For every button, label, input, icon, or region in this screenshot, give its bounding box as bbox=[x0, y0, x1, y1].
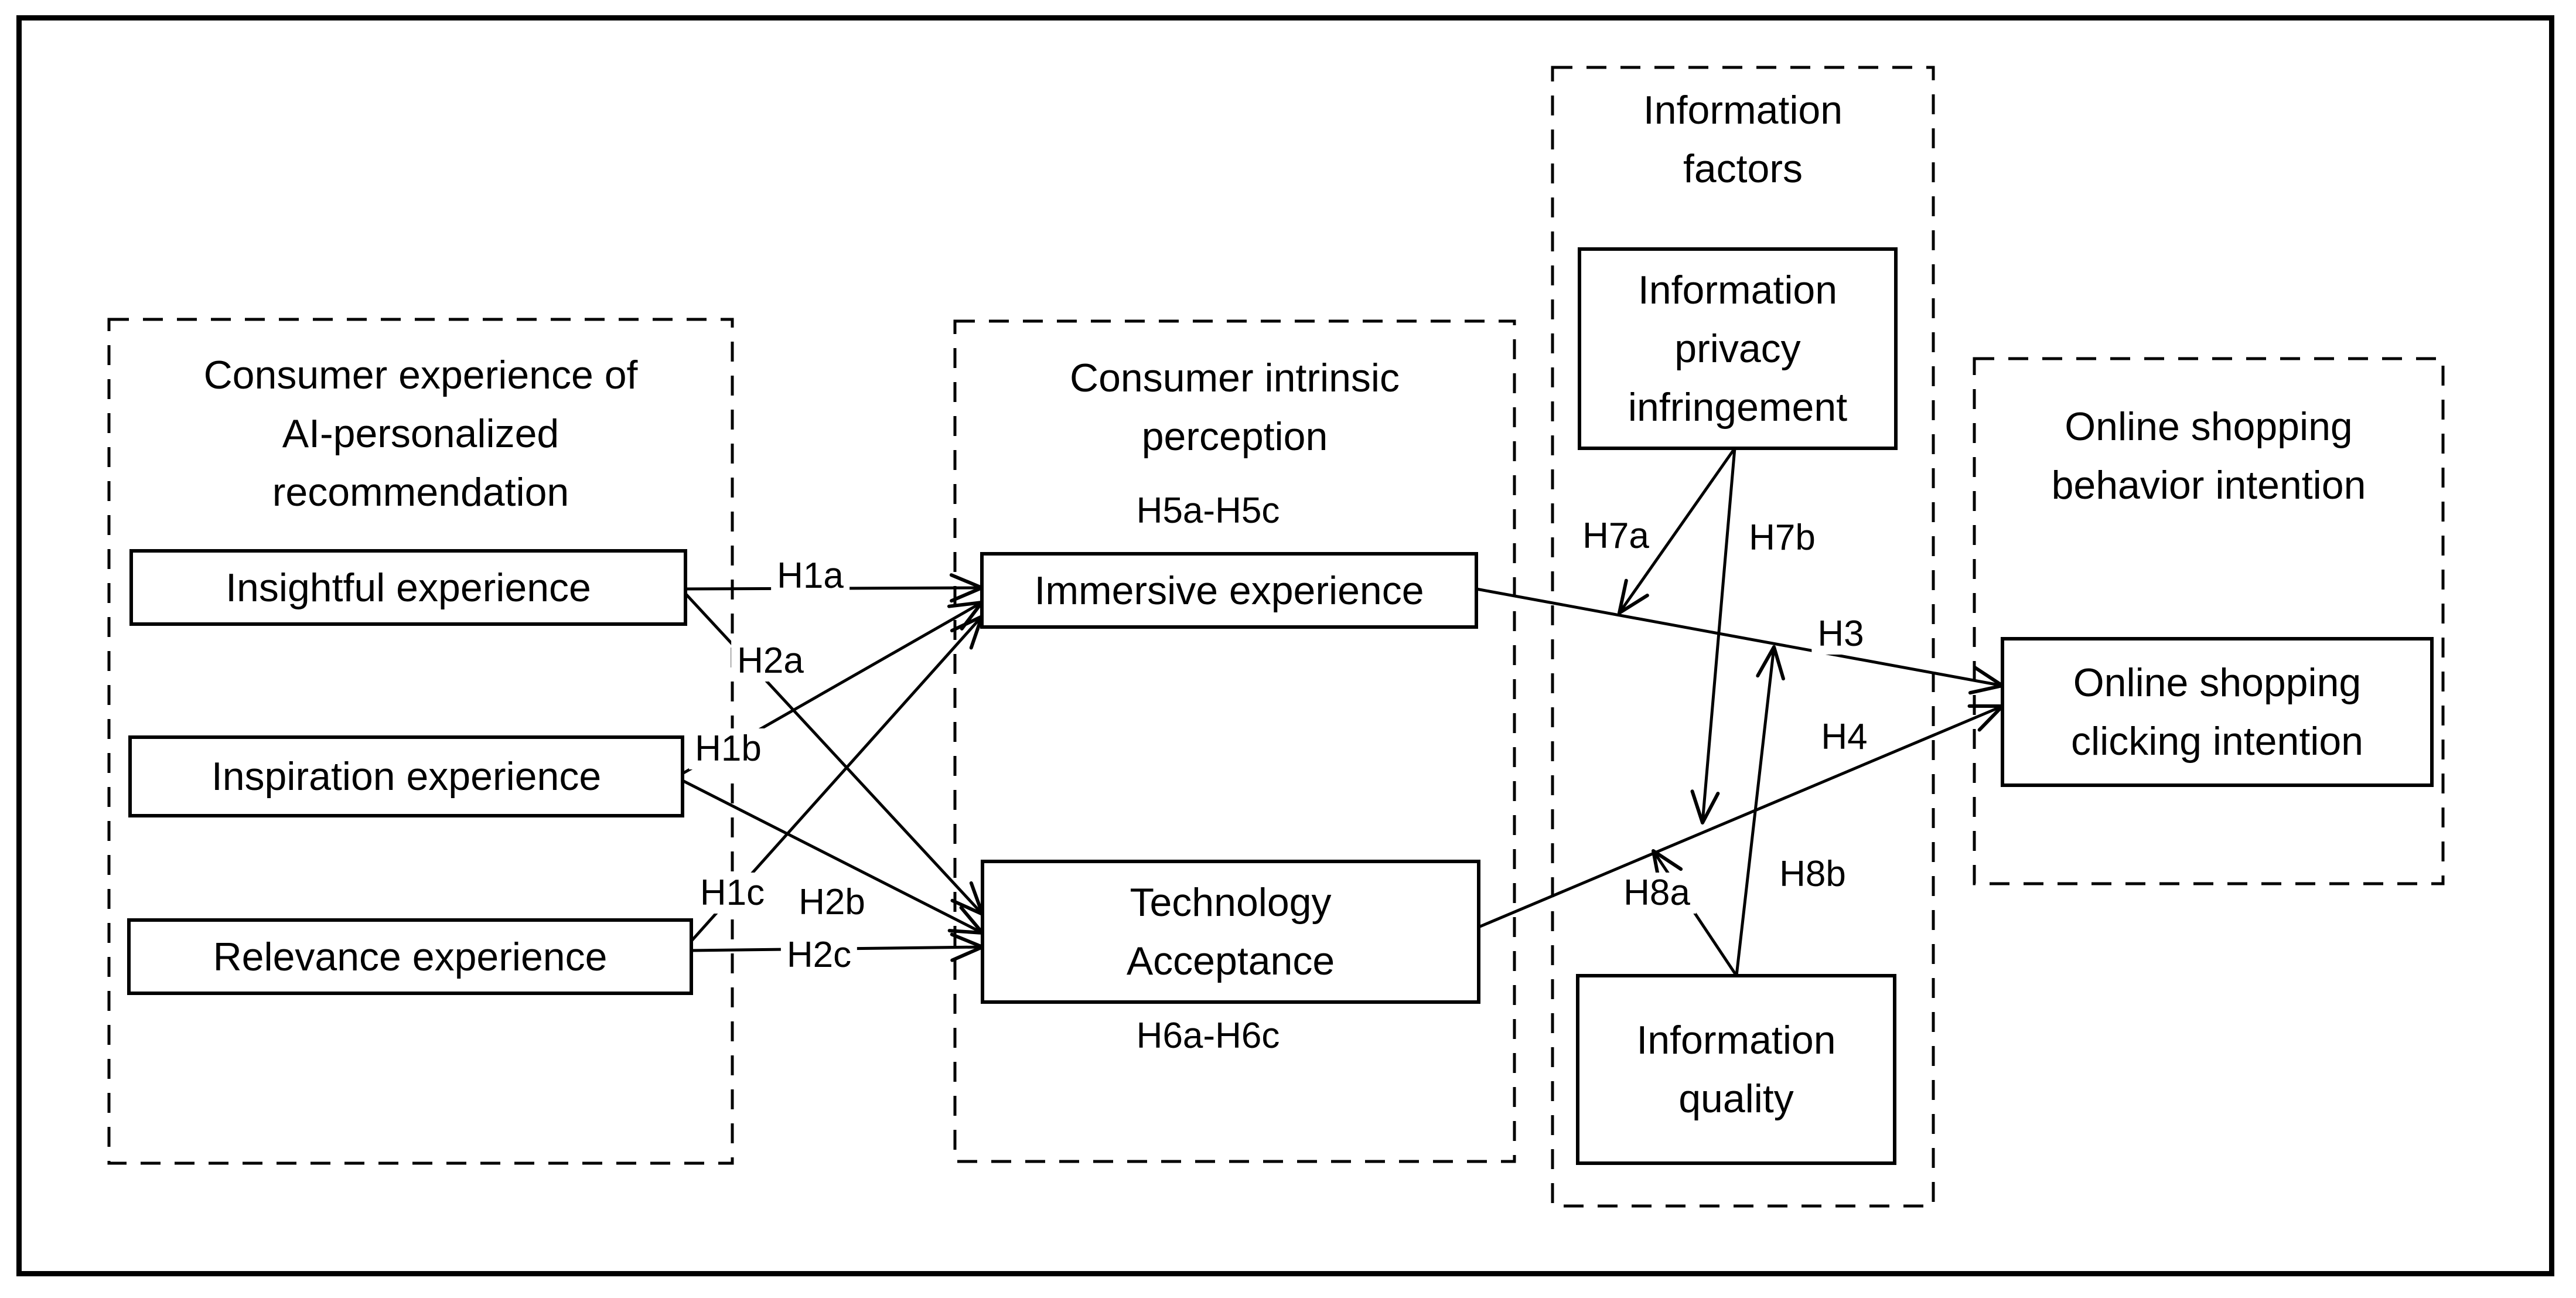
arrow-h3 bbox=[1476, 587, 2004, 695]
figure-border bbox=[16, 15, 2554, 1276]
inspiration-experience-box-outline bbox=[128, 735, 684, 817]
information-factors-group-outline bbox=[1551, 66, 1935, 1208]
hypothesis-label-h1b: H1b bbox=[689, 728, 767, 769]
relevance-experience-box-outline bbox=[127, 918, 693, 995]
arrow-h7a bbox=[1618, 447, 1736, 615]
behavior-intention-group-outline bbox=[1973, 357, 2445, 885]
information-factors-group-title: Information factors bbox=[1553, 81, 1933, 198]
node-label: clicking intention bbox=[2071, 719, 2363, 764]
technology-acceptance-node: Technology Acceptance bbox=[982, 861, 1479, 1002]
arrow-h7b bbox=[1690, 448, 1736, 825]
hypothesis-label-h8b: H8b bbox=[1773, 854, 1852, 895]
hypothesis-label-h8a: H8a bbox=[1618, 873, 1696, 914]
node-label: Immersive experience bbox=[1034, 568, 1424, 613]
node-label: infringement bbox=[1628, 385, 1848, 430]
intrinsic-perception-group-title: Consumer intrinsic perception bbox=[955, 349, 1514, 466]
hypothesis-label-h1a: H1a bbox=[771, 556, 849, 597]
information-quality-node: Information quality bbox=[1578, 976, 1895, 1163]
node-label: Technology bbox=[1130, 880, 1332, 925]
node-label: Information bbox=[1636, 1018, 1836, 1062]
intrinsic-perception-group-outline bbox=[953, 319, 1516, 1163]
information-privacy-infringement-box-outline bbox=[1578, 247, 1898, 450]
hypothesis-label-h6a-h6c: H6a-H6c bbox=[1130, 1016, 1286, 1057]
online-shopping-clicking-intention-box-outline bbox=[2001, 637, 2434, 787]
node-label: Information bbox=[1637, 268, 1838, 312]
hypothesis-label-h2b: H2b bbox=[793, 882, 871, 923]
hypothesis-label-h5a-h5c: H5a-H5c bbox=[1130, 490, 1286, 532]
hypothesis-label-h7b: H7b bbox=[1743, 517, 1821, 558]
hypothesis-label-h2c: H2c bbox=[780, 935, 858, 976]
hypothesis-label-h3: H3 bbox=[1811, 614, 1870, 655]
node-label: Online shopping bbox=[2073, 660, 2362, 705]
online-shopping-clicking-intention-node: Online shopping clicking intention bbox=[2002, 639, 2432, 785]
arrow-h4 bbox=[1478, 704, 2004, 929]
behavior-intention-group-title: Online shopping behavior intention bbox=[1974, 397, 2443, 515]
node-label: Relevance experience bbox=[213, 934, 608, 979]
technology-acceptance-box-outline bbox=[981, 860, 1480, 1004]
node-label: Inspiration experience bbox=[211, 754, 602, 799]
immersive-experience-node: Immersive experience bbox=[982, 554, 1476, 627]
hypothesis-label-h1c: H1c bbox=[694, 873, 771, 914]
consumer-experience-group-outline bbox=[107, 318, 734, 1165]
insightful-experience-box-outline bbox=[129, 549, 687, 626]
consumer-experience-group-title: Consumer experience of AI-personalized r… bbox=[109, 346, 732, 522]
group-title-line: factors bbox=[1683, 147, 1803, 191]
group-title-line: Online shopping bbox=[2065, 404, 2353, 449]
immersive-experience-box-outline bbox=[980, 552, 1478, 629]
node-label: Insightful experience bbox=[226, 565, 591, 610]
group-title-line: Consumer experience of bbox=[203, 353, 638, 397]
inspiration-experience-node: Inspiration experience bbox=[130, 737, 683, 816]
arrow-h8b bbox=[1735, 645, 1785, 976]
group-title-line: Consumer intrinsic bbox=[1069, 356, 1400, 400]
group-title-line: behavior intention bbox=[2051, 463, 2366, 507]
node-label: quality bbox=[1678, 1076, 1794, 1121]
node-label: privacy bbox=[1674, 326, 1801, 371]
information-privacy-infringement-node: Information privacy infringement bbox=[1579, 249, 1896, 448]
group-title-line: perception bbox=[1141, 414, 1328, 459]
hypothesis-label-h2a: H2a bbox=[731, 641, 810, 682]
hypothesis-label-h4: H4 bbox=[1815, 717, 1874, 758]
information-quality-box-outline bbox=[1576, 974, 1896, 1165]
group-title-line: Information bbox=[1643, 88, 1843, 132]
node-label: Acceptance bbox=[1126, 939, 1335, 983]
group-title-line: AI-personalized bbox=[282, 411, 559, 456]
hypothesis-label-h7a: H7a bbox=[1577, 516, 1655, 557]
arrow-h2b bbox=[681, 779, 984, 935]
relevance-experience-node: Relevance experience bbox=[129, 920, 691, 993]
insightful-experience-node: Insightful experience bbox=[131, 551, 685, 624]
group-title-line: recommendation bbox=[272, 470, 569, 515]
